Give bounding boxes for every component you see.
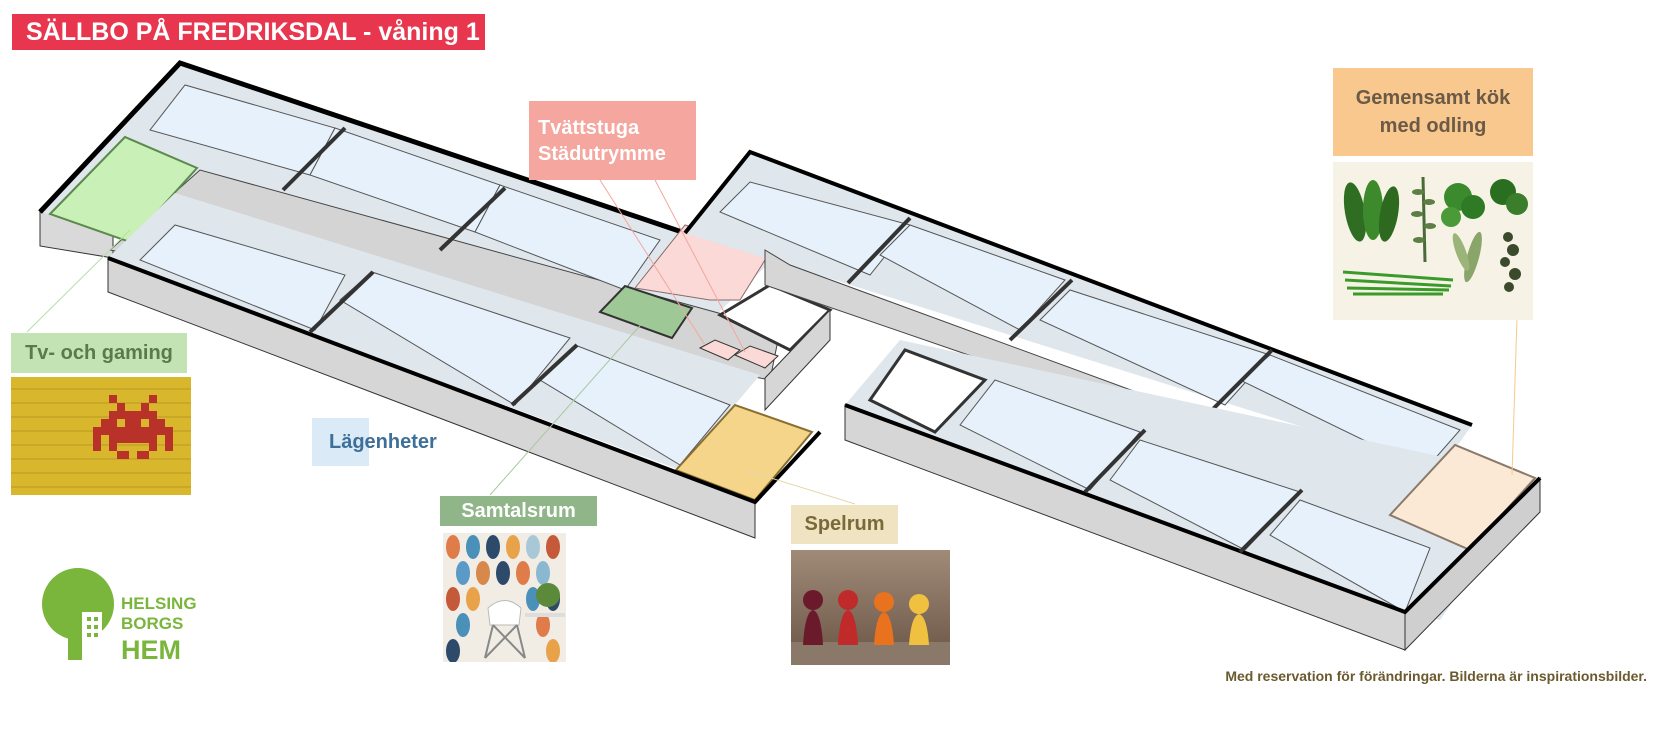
logo-wordmark: HELSING BORGS HEM	[121, 594, 197, 666]
chair-pattern-svg	[443, 533, 566, 662]
label-kok-line2: med odling	[1379, 115, 1487, 137]
wall-b2	[510, 343, 579, 407]
block-b	[107, 193, 822, 539]
label-tvattstuga-line1: Tvättstuga	[538, 116, 640, 139]
room-b1	[139, 224, 346, 331]
label-tvattstuga: Tvättstuga Städutrymme	[529, 101, 696, 180]
game-pieces-image	[791, 550, 950, 665]
label-spelrum: Spelrum	[791, 505, 898, 544]
wall-c3	[1208, 348, 1274, 414]
label-lagenheter: Lägenheter	[312, 418, 437, 466]
label-gemensamt-kok: Gemensamt kök med odling	[1333, 68, 1533, 156]
block-d	[844, 340, 1542, 652]
wall-b1	[308, 270, 375, 334]
label-tvattstuga-line2: Städutrymme	[538, 142, 666, 165]
wall-c1	[846, 216, 912, 285]
wall-d2	[1238, 488, 1304, 554]
label-samtalsrum: Samtalsrum	[440, 496, 597, 526]
space-invader-image	[11, 377, 191, 495]
logo-line1: HELSING	[121, 594, 197, 613]
leader-kok	[1511, 317, 1518, 476]
leader-samtalsrum	[489, 319, 646, 496]
leader-spelrum	[744, 469, 856, 505]
herbs-svg	[1333, 162, 1533, 320]
wall-a2	[438, 186, 507, 252]
core-east-wall	[764, 308, 831, 412]
room-stad-1	[698, 339, 741, 361]
leader-tvattstuga-1	[599, 179, 706, 346]
atrium-2	[867, 348, 988, 434]
wall-d1	[1083, 428, 1147, 494]
herbs-image	[1333, 162, 1533, 320]
room-stad-2	[733, 345, 779, 369]
leader-tvattstuga-2	[654, 179, 746, 353]
logo-tree-svg	[42, 568, 114, 660]
room-d3	[1269, 499, 1431, 613]
wall-a1	[281, 126, 347, 192]
logo-line2: BORGS	[121, 614, 184, 633]
room-tv-gaming	[48, 135, 199, 244]
room-gemensamt-kok	[1388, 443, 1537, 552]
space-invader-svg	[11, 377, 191, 495]
logo-line3: HEM	[121, 635, 181, 665]
block-a-outline	[38, 60, 686, 236]
room-c2	[879, 224, 1066, 331]
block-d-outline	[844, 403, 1542, 615]
room-d1	[959, 379, 1141, 491]
leader-lines	[26, 179, 1518, 505]
leader-tv	[26, 229, 131, 333]
page-title: SÄLLBO PÅ FREDRIKSDAL - våning 1	[12, 14, 485, 50]
wall-c2	[1008, 278, 1074, 342]
label-tv-gaming: Tv- och gaming	[11, 333, 187, 373]
chair-pattern-image	[443, 533, 566, 662]
block-c-outline	[683, 149, 1473, 427]
footer-disclaimer: Med reservation för förändringar. Bilder…	[1225, 668, 1647, 684]
block-b-outline	[107, 256, 822, 505]
room-samtalsrum	[598, 284, 694, 340]
helsingborgshem-tree-logo	[42, 568, 122, 660]
game-pieces-svg	[791, 550, 950, 665]
label-kok-line1: Gemensamt kök	[1355, 87, 1511, 109]
